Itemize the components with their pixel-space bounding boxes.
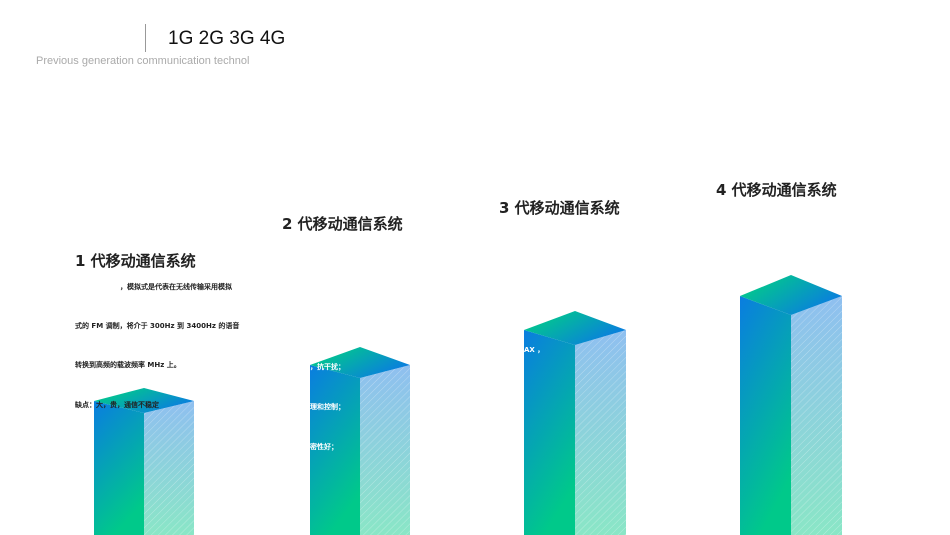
text-1g-line-3: 转换到高频的载波频率 MHz 上。 [75,361,181,369]
text-3g-line-1: AX ， [524,346,545,354]
column-1g [94,388,194,535]
heading-1g: 1 代移动通信系统 [75,252,196,270]
text-1g-line-2: 式的 FM 调制，将介于 300Hz 到 3400Hz 的语音 [75,322,240,330]
heading-3g: 3 代移动通信系统 [499,199,620,217]
heading-2g: 2 代移动通信系统 [282,215,403,233]
column-3g [524,311,626,535]
page-subtitle: Previous generation communication techno… [36,55,250,67]
page-title: 1G 2G 3G 4G [168,28,286,49]
heading-4g: 4 代移动通信系统 [716,181,837,199]
text-2g-line-1: ，抗干扰； [310,363,345,371]
text-1g-line-1: ，模拟式是代表在无线传输采用模拟 [120,283,232,291]
text-2g-line-2: 理和控制； [310,403,345,411]
column-2g [310,347,410,535]
title-divider [145,24,146,52]
column-4g [740,275,842,535]
text-2g-line-3: 密性好； [310,443,338,451]
text-1g-line-4: 缺点：大，贵，通信不稳定 [75,401,159,409]
